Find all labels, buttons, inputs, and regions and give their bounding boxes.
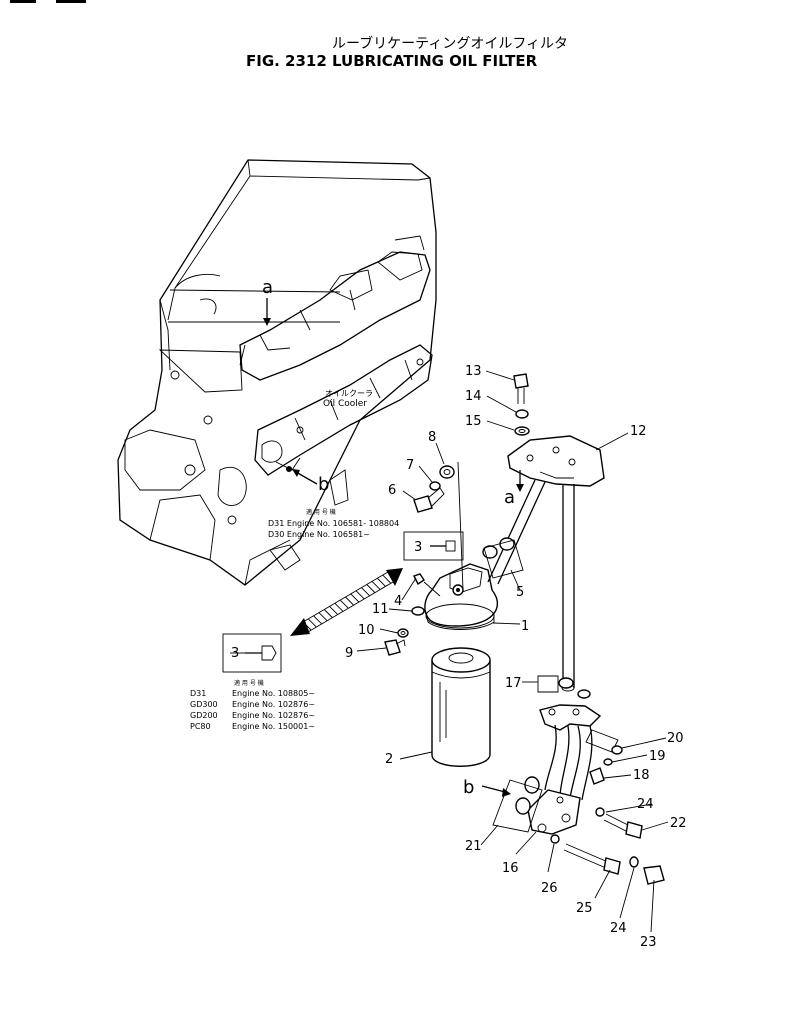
figure-title: FIG. 2312 LUBRICATING OIL FILTER xyxy=(246,52,538,70)
serial-row: D31 Engine No. 106581- 108804 xyxy=(268,519,399,528)
callout-19: 19 xyxy=(649,749,666,764)
plug-8 xyxy=(439,465,455,479)
callout-26: 26 xyxy=(541,881,558,896)
callout-16: 16 xyxy=(502,861,519,876)
callout-7: 7 xyxy=(406,458,414,473)
bolt-6 xyxy=(413,487,445,513)
serial-engine: Engine No. 102876~ xyxy=(232,700,315,709)
callout-numbers: 1 2 3 3 4 5 6 7 8 9 10 11 12 13 14 15 16… xyxy=(231,364,687,950)
view-arrow-b xyxy=(295,471,318,485)
callout-21: 21 xyxy=(465,839,482,854)
callout-17: 17 xyxy=(505,676,522,691)
callout-6: 6 xyxy=(388,483,396,498)
washer-14 xyxy=(515,409,529,419)
callout-3-lower: 3 xyxy=(231,646,239,661)
callout-24-lower: 24 xyxy=(610,921,627,936)
oil-cooler-label-jp: オイルクーラ xyxy=(325,389,373,398)
o-ring-17 xyxy=(537,675,591,699)
serial-engine: Engine No. 108805~ xyxy=(232,689,315,698)
callout-24-upper: 24 xyxy=(637,797,654,812)
inset-part-3-upper xyxy=(403,531,464,561)
serial-engine: Engine No. 102876~ xyxy=(232,711,315,720)
bolt-22 xyxy=(603,813,643,839)
tube-assembly-16 xyxy=(527,704,602,835)
washer-24-lower xyxy=(629,856,639,868)
oil-filter-cartridge xyxy=(431,647,491,767)
washer-20 xyxy=(585,729,623,755)
serial-heading-2: 適 用 号 機 xyxy=(234,679,264,687)
serial-model: GD300 xyxy=(190,700,218,709)
filter-head xyxy=(424,563,499,630)
serial-model: PC80 xyxy=(190,722,211,731)
view-label-a: a xyxy=(262,277,273,298)
callout-1: 1 xyxy=(521,619,529,634)
callout-12: 12 xyxy=(630,424,647,439)
washer-15 xyxy=(514,426,530,436)
callout-20: 20 xyxy=(667,731,684,746)
jp-title: ルーブリケーティングオイルフィルタ xyxy=(332,35,568,52)
washer-10 xyxy=(397,628,409,638)
view-label-a-pipe: a xyxy=(504,487,515,508)
callout-13: 13 xyxy=(465,364,482,379)
corner-mark xyxy=(56,0,86,3)
callout-11: 11 xyxy=(372,602,389,617)
washer-19 xyxy=(603,758,613,766)
callout-5: 5 xyxy=(516,585,524,600)
gasket-11 xyxy=(411,606,425,616)
serial-engine: Engine No. 150001~ xyxy=(232,722,315,731)
view-label-b: b xyxy=(318,474,329,495)
bolt-25 xyxy=(563,843,621,875)
bracket-12 xyxy=(507,435,605,487)
callout-8: 8 xyxy=(428,430,436,445)
callout-22: 22 xyxy=(670,816,687,831)
washer-24-upper xyxy=(595,807,605,817)
serial-model: GD200 xyxy=(190,711,218,720)
inset-part-3-lower xyxy=(222,633,282,673)
view-label-b-tube: b xyxy=(463,777,474,798)
serial-heading-1: 適 用 号 機 xyxy=(306,508,336,516)
callout-3-upper: 3 xyxy=(414,540,422,555)
serial-row: D30 Engine No. 106581~ xyxy=(268,530,370,539)
callout-15: 15 xyxy=(465,414,482,429)
callout-18: 18 xyxy=(633,768,650,783)
washer-7 xyxy=(429,481,441,491)
callout-9: 9 xyxy=(345,646,353,661)
callout-14: 14 xyxy=(465,389,482,404)
leader-8-line xyxy=(457,461,464,591)
plug-4 xyxy=(413,573,441,597)
corner-mark xyxy=(10,0,36,3)
gaskets-21 xyxy=(492,776,543,833)
bolt-18 xyxy=(589,767,605,785)
hatched-double-arrow xyxy=(290,568,403,636)
washer-26 xyxy=(550,834,560,844)
serial-model: D31 xyxy=(190,689,206,698)
callout-4: 4 xyxy=(394,594,402,609)
callout-10: 10 xyxy=(358,623,375,638)
callout-23: 23 xyxy=(640,935,657,950)
callout-25: 25 xyxy=(576,901,593,916)
bolt-13 xyxy=(513,373,529,404)
oil-cooler-label: Oil Cooler xyxy=(323,399,367,409)
callout-leaders xyxy=(230,370,669,933)
callout-2: 2 xyxy=(385,752,393,767)
engine-block xyxy=(117,159,437,586)
bolt-23 xyxy=(643,865,665,885)
o-rings-5 xyxy=(482,537,524,579)
bolt-9 xyxy=(384,639,406,656)
oil-pipe xyxy=(487,479,575,692)
